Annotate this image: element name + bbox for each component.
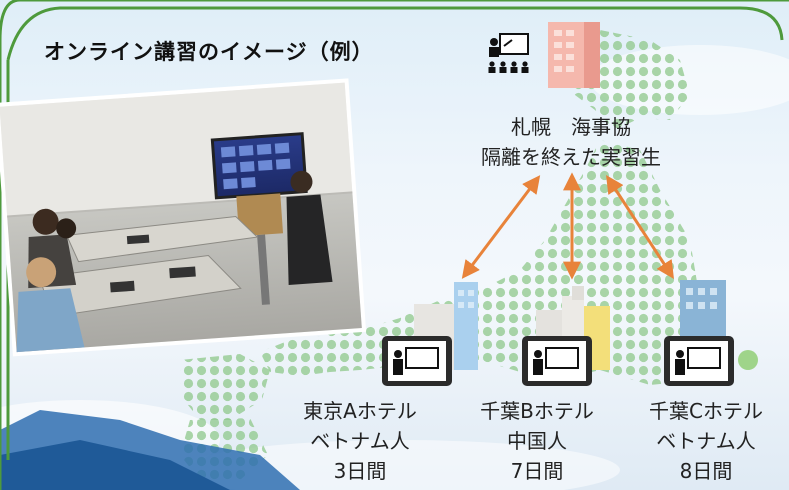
- classroom-photo: [0, 78, 367, 357]
- tablet-lecture-icon: [522, 336, 592, 386]
- office-building-icon: [548, 22, 600, 88]
- site-duration: 8日間: [679, 459, 733, 483]
- center-description: 隔離を終えた実習生: [481, 145, 661, 169]
- site-label-c: 千葉Cホテル ベトナム人 8日間: [626, 396, 786, 486]
- tablet-lecture-icon: [664, 336, 734, 386]
- site-duration: 3日間: [333, 459, 387, 483]
- site-people: ベトナム人: [656, 429, 756, 453]
- site-label-a: 東京Aホテル ベトナム人 3日間: [280, 396, 440, 486]
- site-name: 千葉Cホテル: [649, 399, 763, 423]
- lecturer-icon: [488, 33, 529, 73]
- tablet-lecture-icon: [382, 336, 452, 386]
- center-label: 札幌 海事協 隔離を終えた実習生: [446, 112, 696, 172]
- connection-arrows: [461, 172, 674, 280]
- site-name: 東京Aホテル: [303, 399, 417, 423]
- site-duration: 7日間: [510, 459, 564, 483]
- slide-title: オンライン講習のイメージ（例）: [44, 40, 374, 64]
- site-people: ベトナム人: [310, 429, 410, 453]
- site-people: 中国人: [507, 429, 567, 453]
- site-name: 千葉Bホテル: [480, 399, 594, 423]
- site-label-b: 千葉Bホテル 中国人 7日間: [462, 396, 612, 486]
- center-location: 札幌 海事協: [511, 115, 631, 139]
